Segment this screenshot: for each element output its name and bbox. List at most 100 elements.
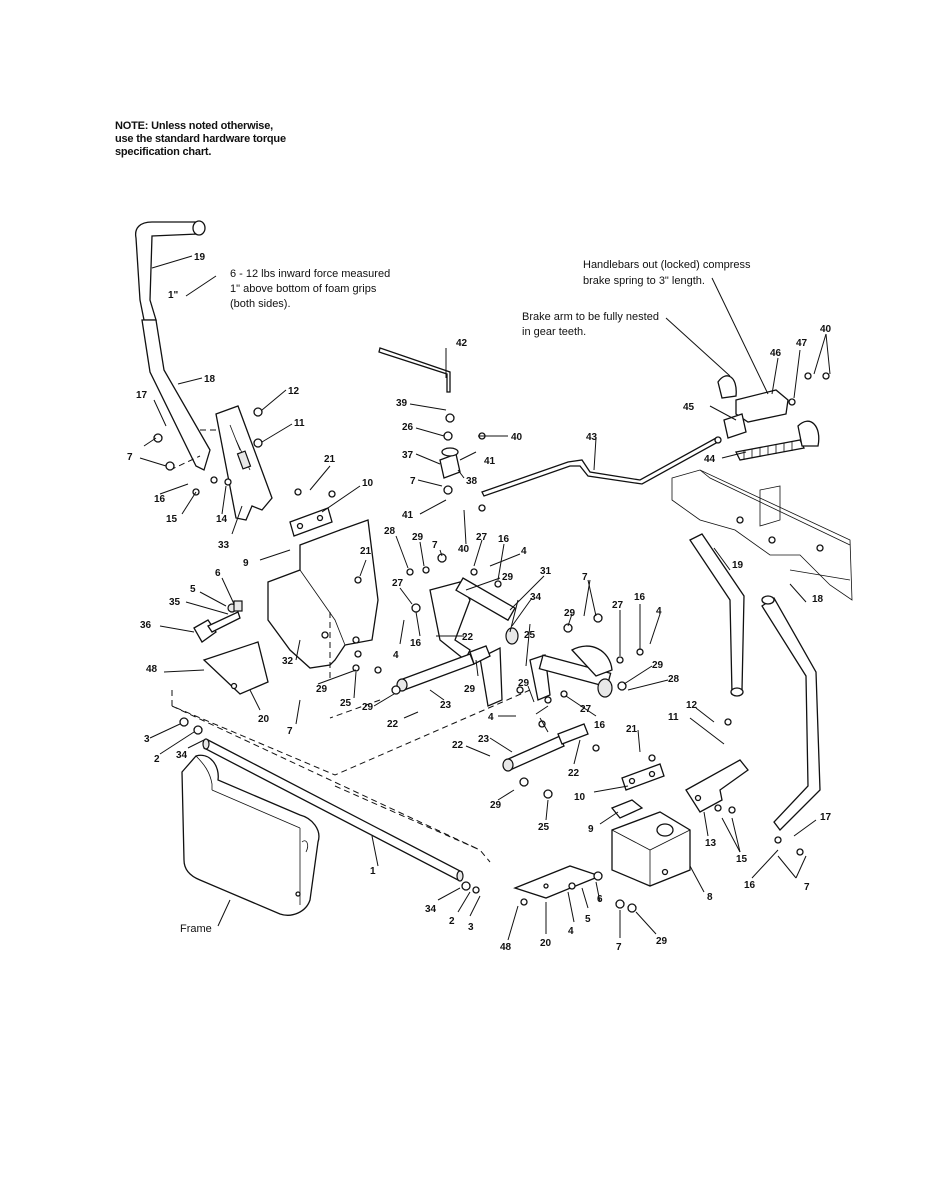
right-mount-bracket (621, 763, 665, 791)
right-pivot-arm (529, 645, 613, 701)
part-number: 16 (744, 880, 756, 891)
part-number: 23 (440, 700, 452, 711)
force-callout-line: 6 - 12 lbs inward force measured (230, 268, 390, 280)
part-number: 29 (412, 532, 424, 543)
part-number: 37 (402, 450, 414, 461)
part-number: 25 (524, 630, 536, 641)
left-mount-bracket (289, 507, 333, 537)
part-number: 7 (804, 882, 810, 893)
part-number: 17 (136, 390, 148, 401)
part-number: 19 (732, 560, 744, 571)
part-number: 3 (144, 734, 150, 745)
handlebars-callout: Handlebars out (locked) compress brake s… (583, 259, 751, 287)
force-callout: 6 - 12 lbs inward force measured 1" abov… (168, 268, 390, 310)
part-number: 29 (518, 678, 530, 689)
part-number: 48 (500, 942, 512, 953)
part-number: 16 (410, 638, 422, 649)
part-number: 10 (574, 792, 586, 803)
part-number: 12 (288, 386, 300, 397)
part-number: 29 (564, 608, 576, 619)
part-number: 1 (370, 866, 376, 877)
frame-label: Frame (180, 923, 212, 935)
brake-arm-callout-line: in gear teeth. (522, 326, 586, 338)
torque-note: NOTE: Unless noted otherwise, use the st… (115, 120, 375, 159)
part-number: 21 (324, 454, 336, 465)
part-number: 29 (652, 660, 664, 671)
part-number: 5 (585, 914, 591, 925)
part-number: 46 (770, 348, 782, 359)
part-number: 11 (668, 712, 679, 723)
control-rod (378, 347, 451, 393)
part-number: 47 (796, 338, 808, 349)
pivot-block (439, 447, 461, 479)
part-number: 29 (490, 800, 502, 811)
part-number: 21 (626, 724, 638, 735)
leader-lines (139, 255, 831, 941)
part-number: 31 (540, 566, 552, 577)
part-number: 15 (166, 514, 178, 525)
part-number: 3 (468, 922, 474, 933)
part-number: 34 (530, 592, 542, 603)
part-number: 9 (588, 824, 594, 835)
part-number: 35 (169, 597, 181, 608)
note-line: use the standard hardware torque (115, 133, 286, 145)
part-number: 6 (597, 894, 603, 905)
part-number: 16 (594, 720, 606, 731)
left-handle-bracket (215, 405, 273, 521)
part-number: 20 (258, 714, 270, 725)
damper-cylinder-right (502, 723, 589, 772)
note-line: specification chart. (115, 146, 212, 158)
brake-gear-segments (717, 375, 820, 447)
part-number: 18 (204, 374, 216, 385)
right-control-housing (611, 811, 691, 887)
damper-cylinder-left (396, 645, 491, 692)
part-number: 7 (127, 452, 133, 463)
part-number: 15 (736, 854, 748, 865)
handlebars-callout-line: Handlebars out (locked) compress (583, 259, 751, 271)
part-number: 23 (478, 734, 490, 745)
part-number: 45 (683, 402, 695, 413)
brake-frame-assembly (671, 469, 853, 601)
part-number: 27 (580, 704, 592, 715)
part-number: 38 (466, 476, 478, 487)
inch-mark: 1" (168, 290, 179, 301)
part-number: 7 (410, 476, 416, 487)
right-bracket-9 (610, 799, 644, 819)
part-number: 21 (360, 546, 372, 557)
part-number: 29 (362, 702, 374, 713)
part-number: 27 (392, 578, 404, 589)
part-number: 22 (462, 632, 474, 643)
left-control-housing (267, 519, 379, 669)
part-number: 41 (402, 510, 414, 521)
brake-arm-callout-line: Brake arm to be fully nested (522, 311, 659, 323)
part-number: 28 (384, 526, 396, 537)
part-number: 40 (820, 324, 832, 335)
frame-cover (181, 754, 320, 916)
left-cover-panel (202, 641, 269, 695)
part-number: 4 (521, 546, 527, 557)
part-number: 34 (176, 750, 188, 761)
part-number: 7 (432, 540, 438, 551)
part-number: 10 (362, 478, 374, 489)
part-number: 25 (538, 822, 550, 833)
left-handle-grip (134, 220, 206, 321)
part-number: 12 (686, 700, 698, 711)
drive-shaft (202, 738, 464, 882)
part-number: 17 (820, 812, 832, 823)
part-number: 33 (218, 540, 230, 551)
part-number: 22 (387, 719, 399, 730)
note-line: NOTE: Unless noted otherwise, (115, 120, 274, 132)
part-number: 16 (154, 494, 166, 505)
part-number: 2 (449, 916, 455, 927)
adjust-knob (193, 600, 243, 643)
part-number: 13 (705, 838, 717, 849)
right-handle-bracket (685, 759, 749, 813)
part-number: 7 (582, 572, 588, 583)
brake-spring (735, 439, 805, 461)
part-number: 43 (586, 432, 598, 443)
part-number: 28 (668, 674, 680, 685)
part-number: 2 (154, 754, 160, 765)
part-number: 27 (612, 600, 624, 611)
